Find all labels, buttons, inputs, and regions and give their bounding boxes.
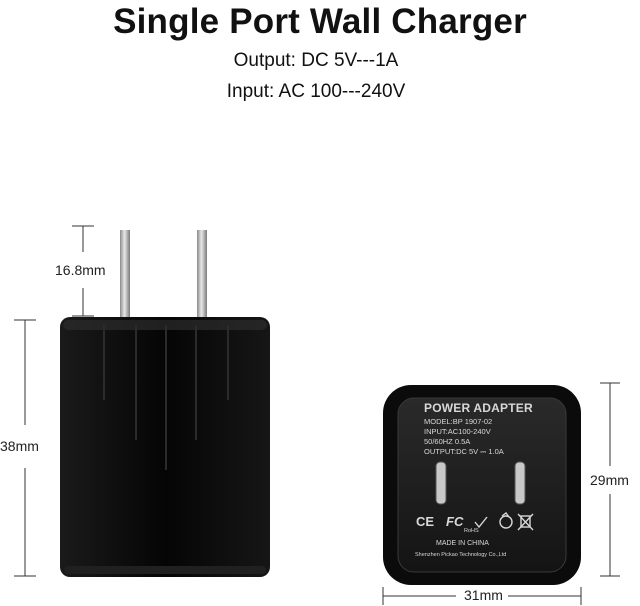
charger-face-view	[383, 385, 581, 585]
check-icon	[474, 516, 488, 529]
dimension-height	[14, 319, 36, 577]
depth-label: 29mm	[590, 472, 629, 488]
dimension-depth	[600, 382, 620, 577]
fc-mark: FC	[446, 514, 464, 529]
width-label: 31mm	[464, 587, 503, 603]
rohs-mark: RoHS	[464, 528, 479, 534]
left-prong	[120, 230, 130, 322]
label-maker: Shenzhen Pickao Technology Co.,Ltd	[415, 552, 507, 558]
page-title: Single Port Wall Charger	[113, 2, 527, 41]
output-spec: Output: DC 5V---1A	[233, 50, 399, 71]
label-origin: MADE IN CHINA	[436, 540, 489, 547]
body-ribs	[103, 325, 229, 470]
ce-mark: CE	[416, 514, 435, 529]
prong-length-label: 16.8mm	[55, 262, 106, 278]
label-input: INPUT:AC100-240V	[424, 427, 491, 436]
charger-side-view	[60, 230, 270, 577]
label-heading: POWER ADAPTER	[424, 401, 533, 415]
height-label: 38mm	[0, 438, 39, 454]
face-prong-left	[435, 461, 447, 505]
dimension-width	[382, 587, 582, 605]
dimension-prong	[72, 225, 94, 317]
right-prong	[197, 230, 207, 322]
input-spec: Input: AC 100---240V	[226, 81, 406, 102]
label-model: MODEL:BP 1907-02	[424, 417, 493, 426]
recycle-icon	[499, 512, 513, 529]
label-frequency: 50/60HZ 0.5A	[424, 437, 471, 446]
face-prong-right	[514, 461, 526, 505]
bin-crossed-icon	[517, 513, 534, 531]
label-output: OUTPUT:DC 5V ⎓ 1.0A	[424, 447, 504, 456]
